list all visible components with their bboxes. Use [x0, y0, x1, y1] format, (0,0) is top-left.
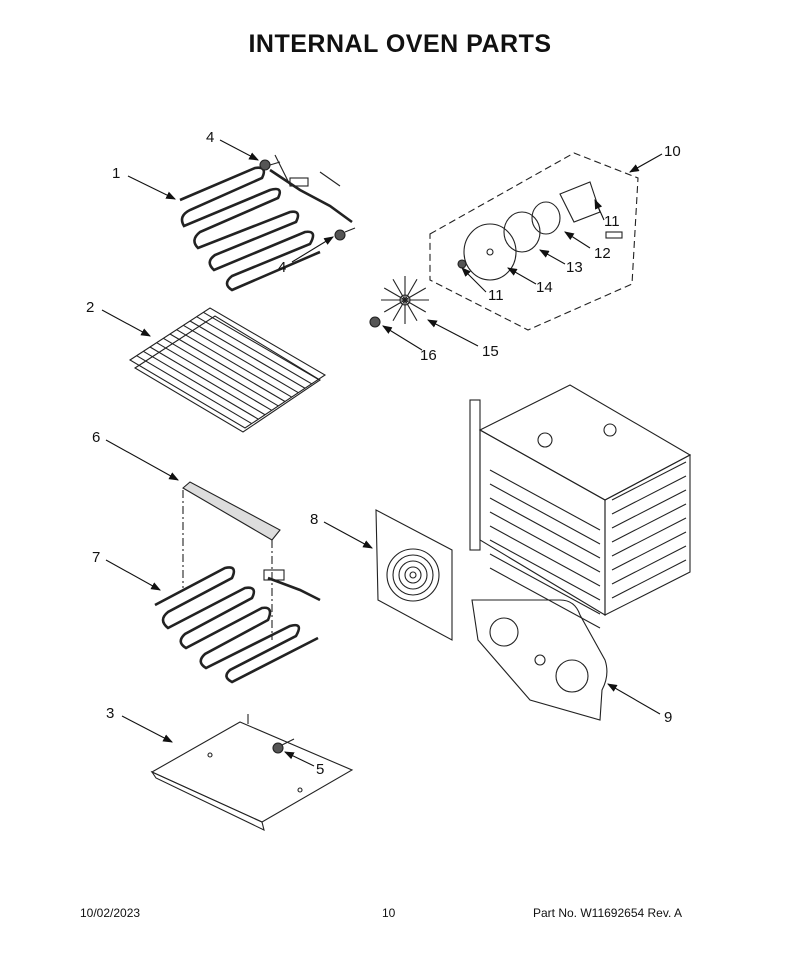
callout-1: 1: [112, 165, 120, 182]
callout-3: 3: [106, 705, 114, 722]
bottom-screw: [272, 738, 295, 754]
callout-16: 16: [420, 347, 437, 364]
bottom-cover: [150, 714, 354, 832]
convection-fan-cover: [375, 509, 453, 641]
callout-11a: 11: [604, 213, 620, 230]
callout-4a: 4: [206, 129, 214, 146]
oven-rack: [128, 307, 327, 433]
footer-part-number: Part No. W11692654 Rev. A: [533, 906, 682, 920]
callout-8: 8: [310, 511, 318, 528]
callout-5: 5: [316, 761, 324, 778]
callout-15: 15: [482, 343, 499, 360]
callout-12: 12: [594, 245, 611, 262]
element-cover: [182, 481, 281, 640]
footer-page-number: 10: [382, 906, 396, 920]
convection-fan-assembly: [429, 152, 639, 331]
callout-6: 6: [92, 429, 100, 446]
callout-2: 2: [86, 299, 94, 316]
callout-10: 10: [664, 143, 681, 160]
callout-11b: 11: [488, 287, 504, 304]
screw-top: [259, 159, 281, 171]
rear-panel: [471, 599, 608, 721]
callout-9: 9: [664, 709, 672, 726]
oven-cavity: [469, 384, 692, 629]
callout-7: 7: [92, 549, 100, 566]
leader-lines: [101, 139, 663, 767]
callout-labels: 1 4 4 2 6 7 3 5 8 9 10 11 12 13 14 11 15…: [86, 129, 681, 778]
footer-date: 10/02/2023: [80, 906, 141, 920]
broil-element: [179, 154, 353, 292]
bake-element: [154, 566, 321, 684]
callout-13: 13: [566, 259, 583, 276]
fan-blade: [369, 276, 429, 328]
screw-bottom: [334, 227, 356, 241]
callout-4b: 4: [278, 259, 286, 276]
page-title: INTERNAL OVEN PARTS: [248, 30, 552, 58]
callout-14: 14: [536, 279, 553, 296]
